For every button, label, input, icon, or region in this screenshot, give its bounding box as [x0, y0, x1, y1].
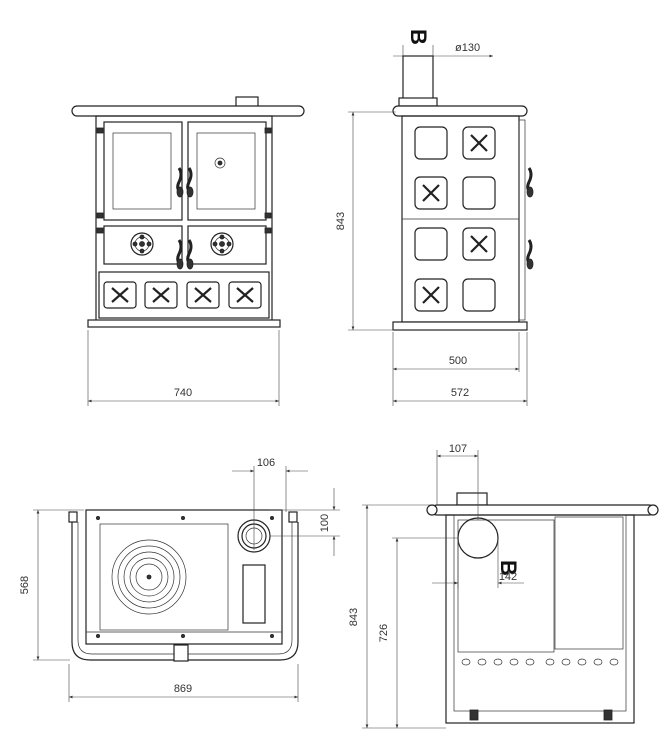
top-width-label: 869	[174, 683, 192, 695]
top-handle-bracket	[173, 644, 189, 662]
side-plinth	[392, 321, 528, 331]
thermometer-icon	[214, 157, 226, 169]
side-handle-icon	[525, 166, 535, 199]
decor-panel-icon	[185, 280, 221, 310]
side-depth-outer-label: 572	[451, 387, 469, 399]
top-view: 106 100 568 869	[19, 457, 340, 702]
rear-vent-icon	[461, 658, 619, 666]
side-top-rail	[392, 105, 528, 117]
front-width-label: 740	[174, 387, 192, 399]
front-drawer	[98, 271, 270, 319]
decor-panel-icon	[227, 280, 263, 310]
air-regulator-icon	[210, 232, 234, 256]
front-right-upper-door	[187, 121, 267, 221]
side-panel-icon	[462, 176, 496, 210]
side-handle-icon	[525, 238, 535, 271]
rear-flue-diameter-label: 142	[499, 571, 517, 583]
side-panel-x-icon	[461, 125, 497, 161]
rear-body	[445, 514, 635, 724]
rear-top-rail	[431, 504, 655, 516]
side-view: B ø130 843 500 572	[335, 29, 535, 406]
top-hob	[85, 509, 283, 645]
front-view: 740	[71, 96, 305, 406]
side-height-label: 843	[335, 212, 347, 230]
side-panel-icon	[414, 126, 448, 160]
top-flue-offset-label: 106	[257, 457, 275, 469]
front-left-upper-door	[103, 121, 183, 221]
top-fuel-door	[242, 564, 266, 624]
side-panel-icon	[414, 227, 448, 261]
section-marker-side: B	[406, 29, 431, 45]
top-depth-label: 568	[19, 576, 31, 594]
screw-icon	[96, 516, 274, 639]
decor-panel-icon	[102, 280, 138, 310]
side-depth-inner-label: 500	[449, 355, 467, 367]
cooking-ring-icon	[111, 539, 187, 615]
side-flue-diameter-label: ø130	[455, 42, 480, 54]
rear-view: B 107 142 843 726	[348, 443, 659, 729]
rear-flue-collar	[456, 492, 488, 506]
side-flue-pipe	[402, 55, 434, 101]
front-plinth	[87, 319, 281, 328]
side-panel-x-icon	[461, 226, 497, 262]
front-right-ash-door	[187, 225, 267, 265]
side-panel-x-icon	[413, 277, 449, 313]
air-regulator-icon	[130, 232, 154, 256]
rear-flue-height-label: 726	[378, 624, 390, 642]
rear-flue-outlet	[457, 517, 499, 559]
rear-height-label: 843	[348, 608, 360, 626]
front-top-rail	[71, 105, 305, 117]
rear-flue-offset-label: 107	[449, 443, 467, 455]
side-panel-x-icon	[413, 175, 449, 211]
decor-panel-icon	[143, 280, 179, 310]
section-marker-rear: B	[496, 560, 521, 576]
top-flue-depth-label: 100	[319, 514, 331, 532]
side-panel-icon	[462, 278, 496, 312]
